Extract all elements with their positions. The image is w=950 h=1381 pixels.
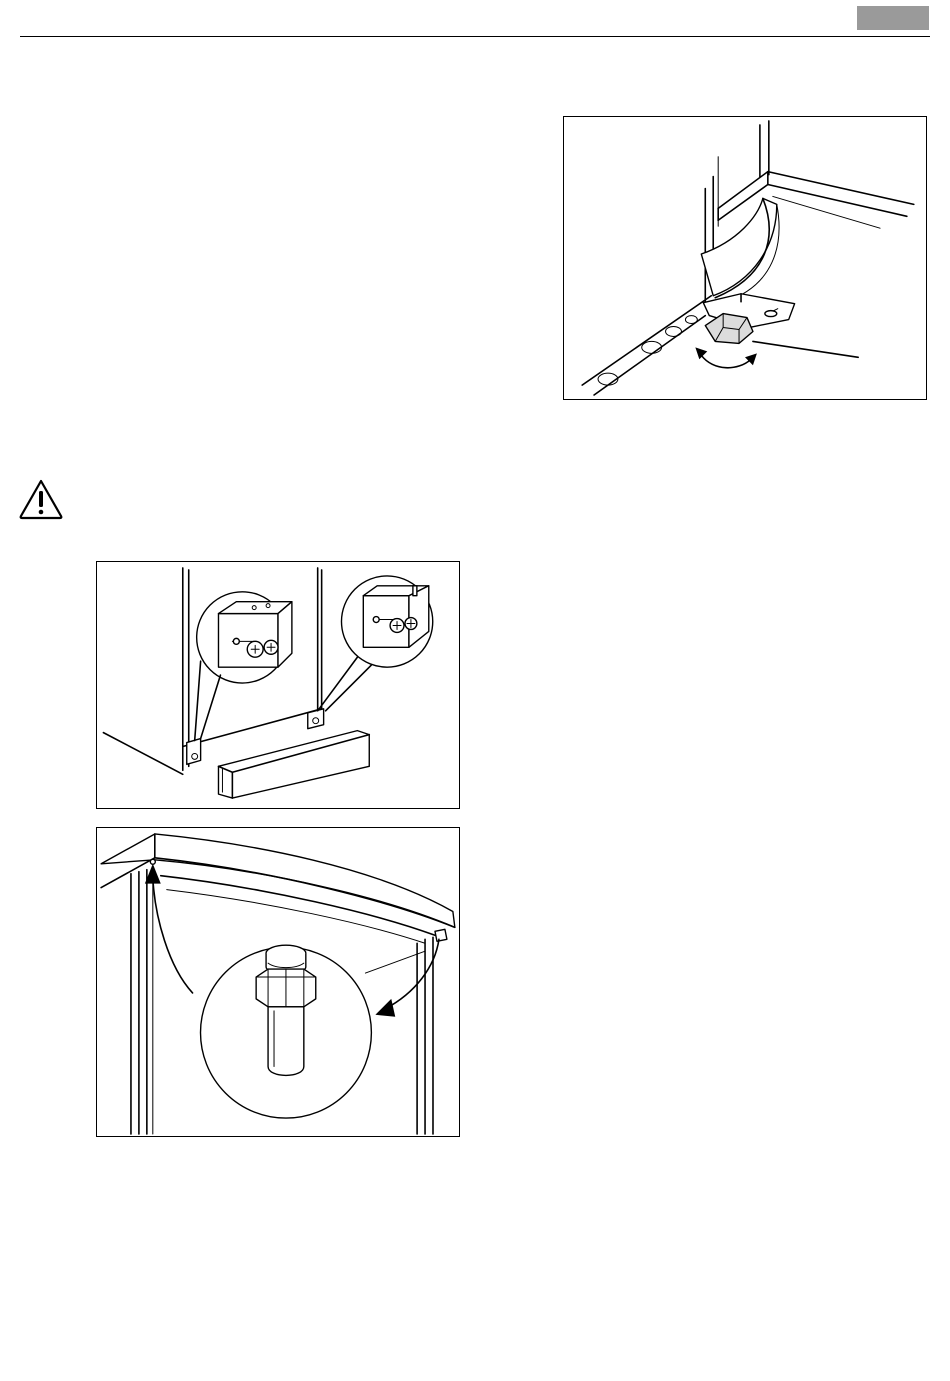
door-hinge-pin-figure <box>96 827 460 1137</box>
foot-adjustment-figure <box>563 116 927 400</box>
adjustable-foot-illustration <box>564 117 926 399</box>
header-rule <box>20 36 930 37</box>
page-tab-marker <box>857 6 929 30</box>
plinth-mounting-figure <box>96 561 460 809</box>
plinth-bracket-illustration <box>97 562 459 808</box>
warning-triangle-icon <box>18 478 64 520</box>
hinge-pin-transfer-illustration <box>97 828 459 1136</box>
